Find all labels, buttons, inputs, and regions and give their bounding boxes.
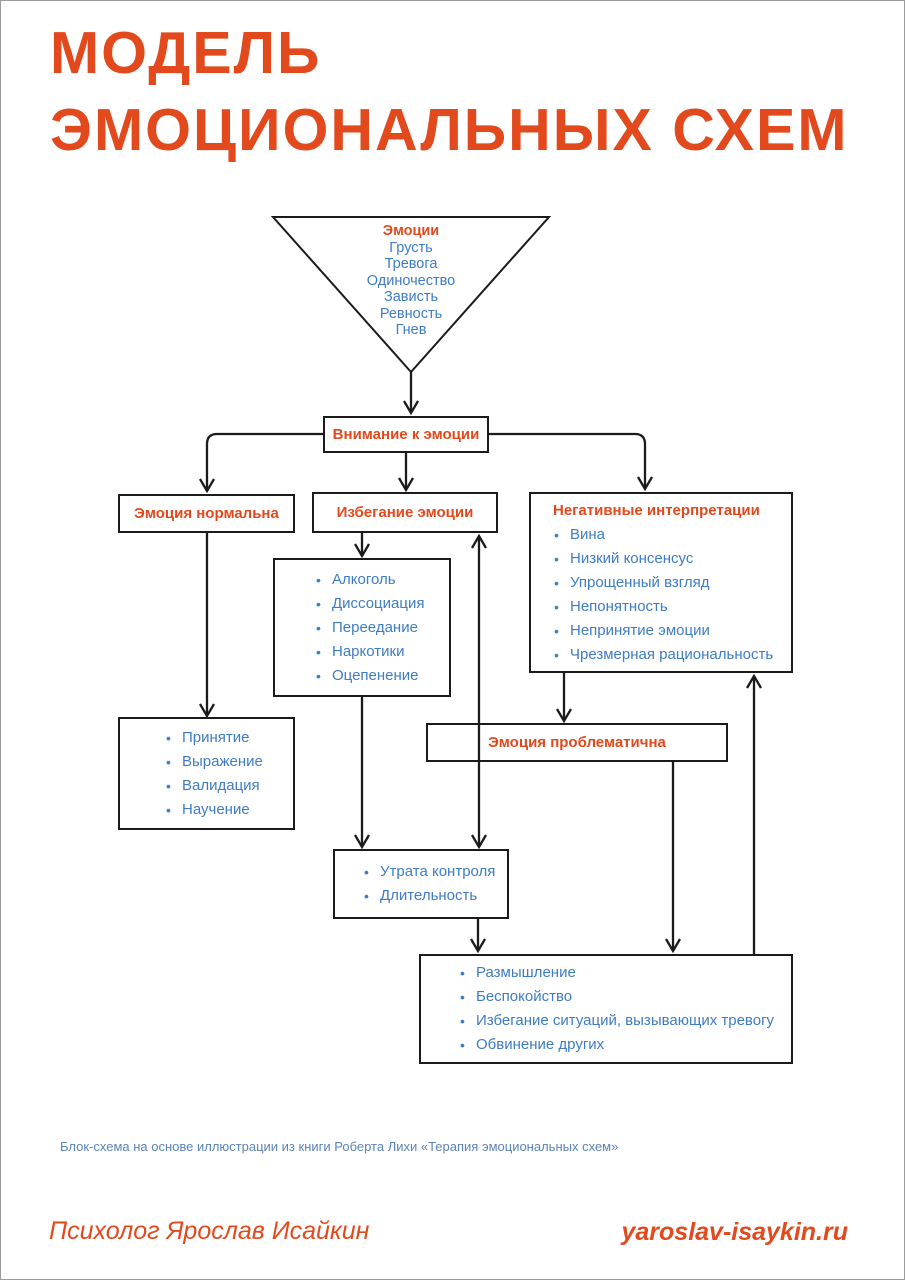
list-item: Гнев xyxy=(395,322,427,338)
acceptance-list: ПринятиеВыражениеВалидацияНаучение xyxy=(165,726,293,822)
node-rumination: РазмышлениеБеспокойствоИзбегание ситуаци… xyxy=(419,954,793,1064)
list-item: Ревность xyxy=(379,305,443,322)
arrow-attention-to-normal xyxy=(205,432,324,489)
list-item: Размышление xyxy=(459,961,791,985)
list-item: Упрощенный взгляд xyxy=(553,571,791,595)
author-signature: Психолог Ярослав Исайкин xyxy=(49,1217,370,1245)
list-item: Наркотики xyxy=(315,640,449,664)
arrow-attention-to-negative xyxy=(488,432,647,487)
list-item: Научение xyxy=(165,798,293,822)
node-emotion-problematic: Эмоция проблематична xyxy=(426,723,728,762)
negative-list: ВинаНизкий консенсусУпрощенный взглядНеп… xyxy=(553,523,791,667)
source-footnote: Блок-схема на основе иллюстрации из книг… xyxy=(60,1139,619,1154)
node-emotion-normal: Эмоция нормальна xyxy=(118,494,295,533)
list-item: Одиночество xyxy=(366,272,456,289)
node-negative-interpretations: Негативные интерпретации ВинаНизкий конс… xyxy=(529,492,793,673)
rumination-list: РазмышлениеБеспокойствоИзбегание ситуаци… xyxy=(459,961,791,1057)
node-emotion-problematic-label: Эмоция проблематична xyxy=(488,734,666,751)
list-item: Непонятность xyxy=(553,595,791,619)
list-item: Переедание xyxy=(315,616,449,640)
list-item: Оцепенение xyxy=(315,664,449,688)
list-item: Алкоголь xyxy=(315,568,449,592)
list-item: Длительность xyxy=(363,884,507,908)
list-item: Диссоциация xyxy=(315,592,449,616)
page-title: МОДЕЛЬ ЭМОЦИОНАЛЬНЫХ СХЕМ xyxy=(50,15,848,169)
list-item: Грусть xyxy=(389,239,433,256)
node-acceptance: ПринятиеВыражениеВалидацияНаучение xyxy=(118,717,295,830)
list-item: Утрата контроля xyxy=(363,860,507,884)
node-avoidance: Избегание эмоции xyxy=(312,492,498,533)
list-item: Непринятие эмоции xyxy=(553,619,791,643)
node-emotion-normal-label: Эмоция нормальна xyxy=(134,505,279,522)
page-title-line2: ЭМОЦИОНАЛЬНЫХ СХЕМ xyxy=(50,97,849,163)
list-item: Тревога xyxy=(384,256,438,272)
list-item: Выражение xyxy=(165,750,293,774)
list-item: Чрезмерная рациональность xyxy=(553,643,791,667)
node-attention-label: Внимание к эмоции xyxy=(332,426,480,443)
list-item: Низкий консенсус xyxy=(553,547,791,571)
funnel-title: Эмоции xyxy=(382,223,440,239)
list-item: Беспокойство xyxy=(459,985,791,1009)
list-item: Избегание ситуаций, вызывающих тревогу xyxy=(459,1009,791,1033)
node-negative-title: Негативные интерпретации xyxy=(553,501,760,519)
node-loss-of-control: Утрата контроляДлительность xyxy=(333,849,509,919)
control-list: Утрата контроляДлительность xyxy=(363,860,507,908)
page-title-line1: МОДЕЛЬ xyxy=(50,20,322,86)
list-item: Вина xyxy=(553,523,791,547)
strategies-list: АлкогольДиссоциацияПерееданиеНаркотикиОц… xyxy=(315,568,449,688)
list-item: Принятие xyxy=(165,726,293,750)
node-avoidance-strategies: АлкогольДиссоциацияПерееданиеНаркотикиОц… xyxy=(273,558,451,697)
list-item: Зависть xyxy=(383,289,439,305)
list-item: Валидация xyxy=(165,774,293,798)
node-avoidance-label: Избегание эмоции xyxy=(336,504,474,521)
list-item: Обвинение других xyxy=(459,1033,791,1057)
website-link: yaroslav-isaykin.ru xyxy=(621,1218,848,1246)
node-attention: Внимание к эмоции xyxy=(323,416,489,453)
